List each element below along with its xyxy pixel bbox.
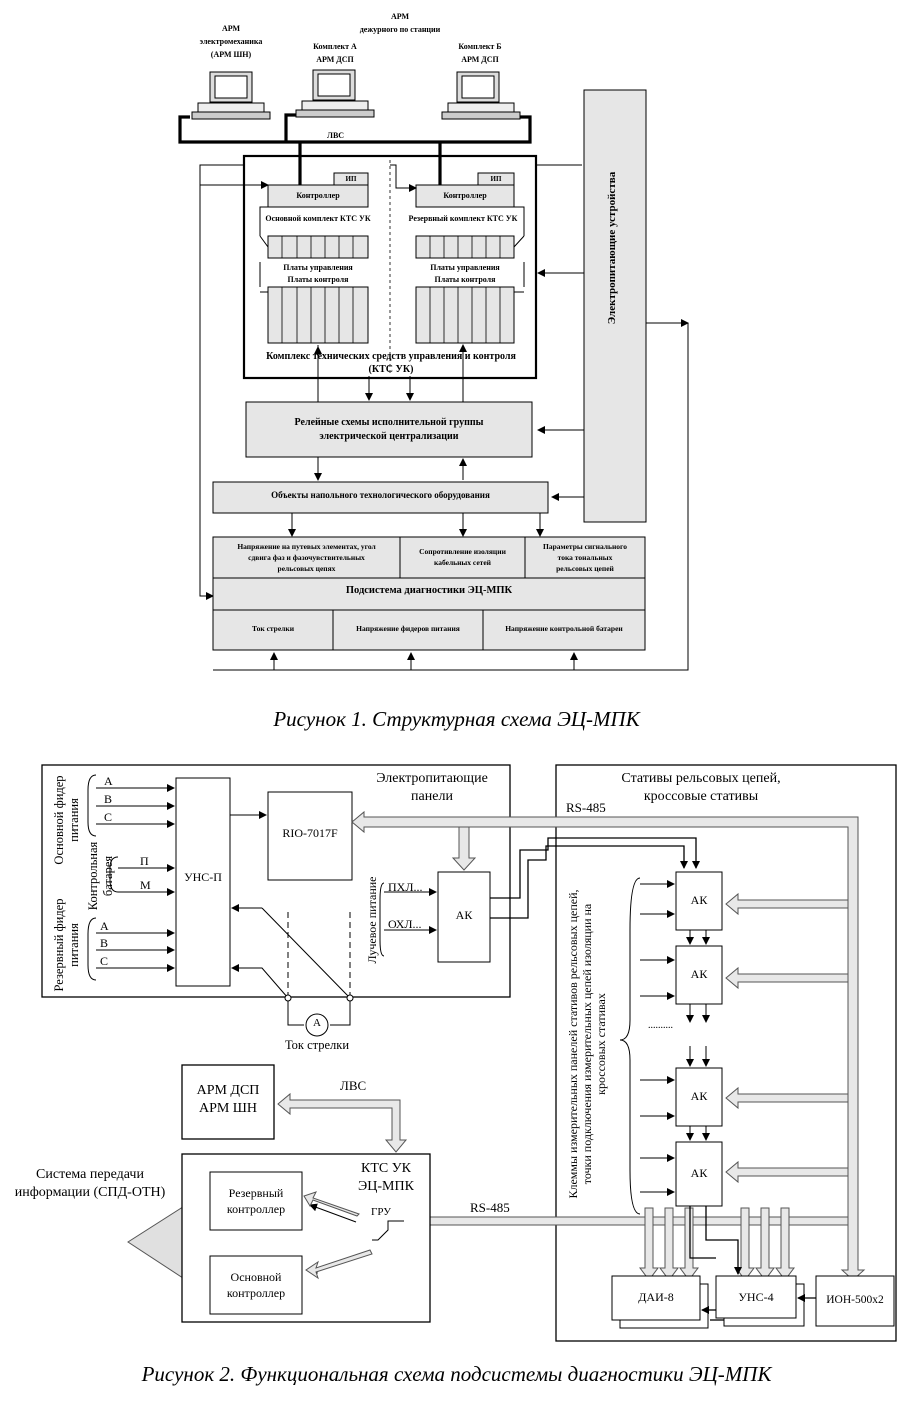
figure-2-caption: Рисунок 2. Функциональная схема подсисте… — [141, 1362, 772, 1386]
gru-label: ГРУ — [371, 1206, 391, 1218]
ohl-label: ОХЛ... — [388, 917, 422, 931]
ak-stack-1: АК — [690, 893, 708, 907]
main-phase-a: A — [104, 774, 113, 788]
uns-p-label: УНС-П — [184, 870, 222, 884]
computer-icon-shn — [191, 71, 271, 120]
figure-1-caption: Рисунок 1. Структурная схема ЭЦ-МПК — [273, 707, 640, 731]
main-phase-b: B — [104, 792, 113, 806]
lan-bus — [178, 113, 532, 185]
main-set-label: Основной комплект КТС УК — [265, 214, 371, 223]
rs485-top-label: RS-485 — [566, 800, 606, 815]
ip-label-main: ИП — [345, 175, 357, 183]
diag-subsystem-title: Подсистема диагностики ЭЦ-МПК — [345, 585, 513, 596]
reserve-phase-a: A — [100, 919, 109, 933]
battery-pole-m: М — [140, 878, 151, 892]
diag-switch-current: Ток стрелки — [251, 624, 295, 633]
terminals-label: Клеммы измерительных панелей стативов ре… — [566, 889, 608, 1199]
controller-reserve: Контроллер — [443, 191, 487, 200]
diag-feeder-voltage: Напряжение фидеров питания — [356, 624, 460, 633]
dots-label: .......... — [648, 1020, 673, 1031]
rs485-bottom-label: RS-485 — [470, 1200, 510, 1215]
reserve-phase-b: B — [100, 936, 109, 950]
phl-label: ПХЛ... — [388, 880, 423, 894]
ak-power-panel: АК — [455, 908, 473, 922]
ammeter-label: A — [313, 1017, 321, 1029]
battery-pole-p: П — [140, 854, 149, 868]
diag-battery-voltage: Напряжение контрольной батареи — [505, 624, 623, 633]
stands-label: Стативы рельсовых цепей,кроссовые статив… — [621, 771, 781, 804]
computer-icon-a — [295, 69, 375, 118]
reserve-phase-c: C — [100, 954, 109, 968]
dai-8-label: ДАИ-8 — [638, 1290, 674, 1304]
ak-stack-3: АК — [690, 1089, 708, 1103]
lvs-label: ЛВС — [327, 131, 345, 140]
reserve-set-label: Резервный комплект КТС УК — [408, 214, 518, 223]
rio-label: RIO-7017F — [282, 826, 338, 840]
main-phase-c: C — [104, 810, 113, 824]
ion-label: ИОН-500х2 — [826, 1294, 884, 1306]
objects-label: Объекты напольного технологического обор… — [271, 490, 490, 500]
ak-stack-2: АК — [690, 967, 708, 981]
ak-stack-4: АК — [690, 1166, 708, 1180]
ray-power-label: Лучевое питание — [365, 876, 379, 964]
power-devices-label: Электропитающие устройства — [606, 171, 618, 325]
computer-icon-b — [441, 71, 521, 120]
kts-title: Комплекс технических средств управления … — [266, 351, 516, 375]
uns-4-label: УНС-4 — [738, 1290, 774, 1304]
ip-label-reserve: ИП — [490, 175, 502, 183]
switch-current-label: Ток стрелки — [284, 1038, 350, 1052]
lvs-label-fig2: ЛВС — [340, 1078, 367, 1093]
boards-grid — [267, 235, 515, 344]
controller-main: Контроллер — [296, 191, 340, 200]
